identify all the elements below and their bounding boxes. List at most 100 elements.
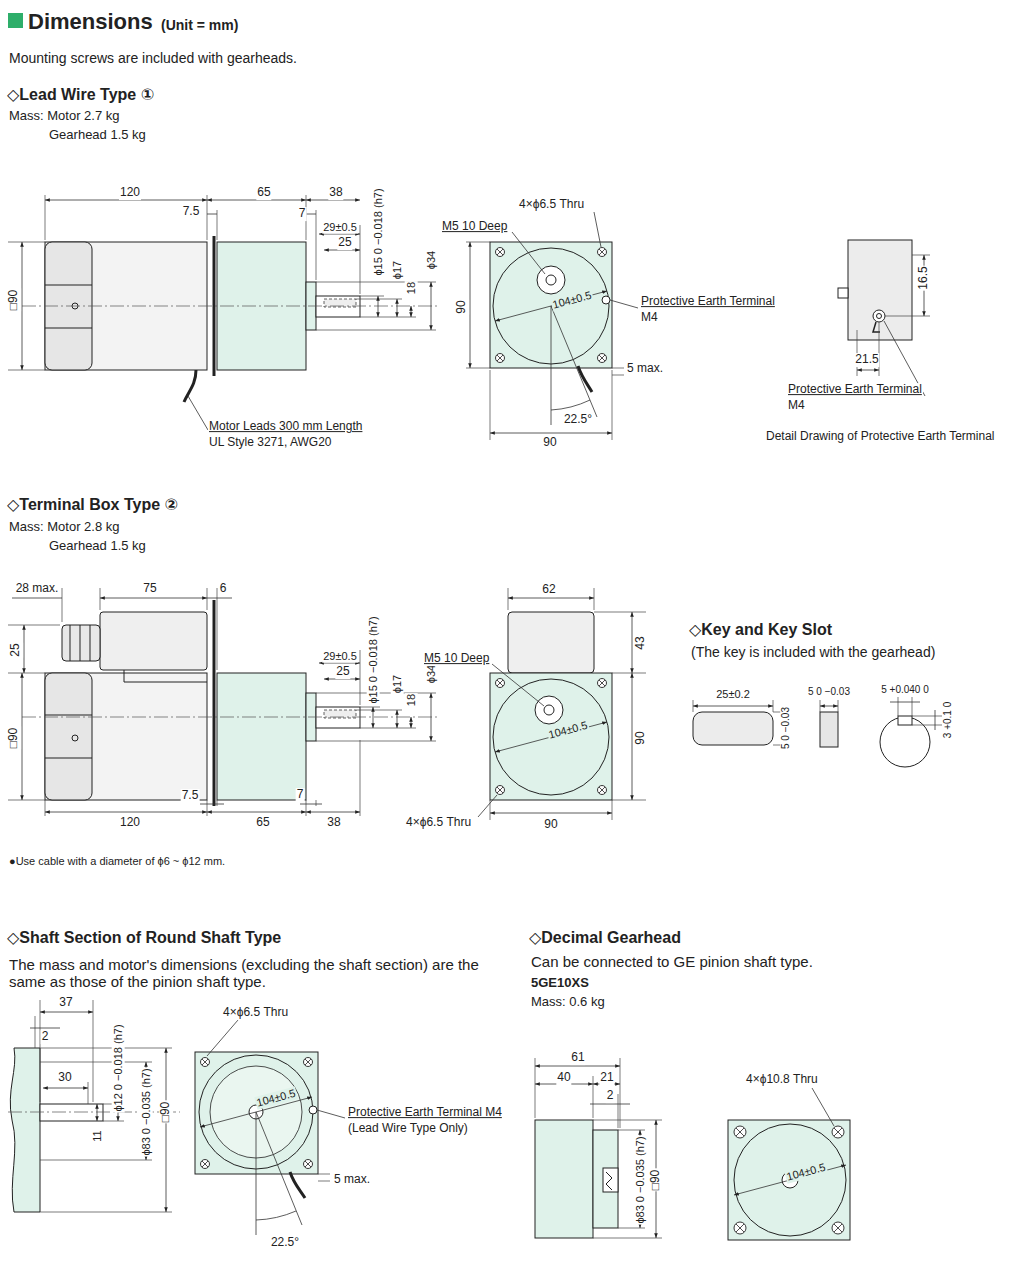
drawing-label: ◇Key and Key Slot	[688, 621, 833, 639]
drawing-label: Mass: Motor 2.7 kg	[8, 109, 121, 124]
drawing-label: (Lead Wire Type Only)	[347, 1122, 469, 1136]
drawing-label: 4×ϕ6.5 Thru	[222, 1006, 289, 1020]
drawing-label: 5 max.	[626, 362, 664, 376]
drawing-label: 22.5°	[563, 413, 593, 427]
drawing-label: Motor Leads 300 mm Length	[208, 420, 363, 434]
drawing-label: (Unit = mm)	[160, 17, 239, 33]
decimal-gearhead-side	[535, 1058, 662, 1238]
drawing-label: Protective Earth Terminal	[640, 295, 776, 309]
drawing-label: 29±0.5	[322, 221, 358, 234]
drawing-label: 5GE10XS	[530, 976, 590, 991]
drawing-label: Protective Earth Terminal	[787, 383, 923, 397]
drawing-label: 120	[119, 816, 141, 830]
drawing-label: ϕ34	[425, 664, 438, 684]
drawing-label: Detail Drawing of Protective Earth Termi…	[765, 430, 996, 444]
drawing-label: ◇Shaft Section of Round Shaft Type	[6, 929, 282, 947]
drawing-label: □90	[159, 1101, 173, 1124]
drawing-label: M5 10 Deep	[423, 652, 490, 666]
drawing-label: ◇Lead Wire Type ①	[6, 86, 155, 104]
drawing-label: 25	[337, 236, 352, 250]
drawing-label: 7	[298, 207, 307, 221]
drawing-label: ◇Terminal Box Type ②	[6, 496, 179, 514]
drawing-label: 4×ϕ6.5 Thru	[518, 198, 585, 212]
drawing-label: The mass and motor's dimensions (excludi…	[8, 956, 480, 991]
drawing-label: □90	[7, 289, 21, 312]
drawing-label: Gearhead 1.5 kg	[48, 539, 147, 554]
decimal-gearhead-front	[728, 1088, 850, 1240]
drawing-label: ϕ83 0 −0.035 (h7)	[140, 1067, 153, 1156]
drawing-label: Protective Earth Terminal M4	[347, 1106, 503, 1120]
drawing-label: 28 max.	[15, 582, 60, 596]
drawing-label: Mounting screws are included with gearhe…	[8, 50, 298, 66]
drawing-label: 2	[41, 1030, 50, 1044]
drawing-label: 11	[91, 1129, 104, 1142]
drawing-label: UL Style 3271, AWG20	[208, 436, 333, 450]
drawing-label: 3 +0.1 0	[942, 701, 954, 739]
drawing-label: 38	[326, 816, 341, 830]
drawing-label: 7.5	[181, 789, 200, 803]
drawing-label: 18	[405, 281, 418, 295]
drawing-label: 4×ϕ6.5 Thru	[405, 816, 472, 830]
drawing-label: ϕ15 0 −0.018 (h7)	[367, 615, 380, 704]
drawing-label: 104±0.5	[784, 1161, 828, 1184]
drawing-label: 90	[543, 818, 558, 832]
drawing-label: 75	[142, 582, 157, 596]
drawing-label: 104±0.5	[550, 289, 594, 312]
drawing-label: ϕ34	[425, 250, 438, 270]
drawing-label: 5 max.	[333, 1173, 371, 1187]
earth-terminal-detail	[838, 240, 930, 396]
drawing-label: 7	[296, 788, 305, 802]
drawing-label: 65	[256, 186, 271, 200]
drawing-label: □90	[649, 1169, 663, 1192]
drawing-label: 90	[455, 299, 469, 314]
drawing-label: Mass: Motor 2.8 kg	[8, 520, 121, 535]
drawing-label: 5 0 −0.03	[780, 706, 792, 750]
drawing-label: 104±0.5	[254, 1087, 298, 1110]
drawing-label: ϕ83 0 −0.035 (h7)	[634, 1135, 647, 1224]
drawing-label: ϕ12 0 −0.018 (h7)	[112, 1023, 125, 1112]
drawing-label: 29±0.5	[322, 650, 358, 663]
drawing-label: 37	[58, 996, 73, 1010]
drawing-label: 38	[328, 186, 343, 200]
drawing-label: 120	[119, 186, 141, 200]
drawing-label: 61	[570, 1051, 585, 1065]
drawing-label: 22.5°	[270, 1236, 300, 1250]
drawing-label: M5 10 Deep	[441, 220, 508, 234]
drawing-label: 5 +0.040 0	[880, 684, 930, 696]
drawing-label: 25±0.2	[715, 688, 751, 701]
drawing-label: 2	[606, 1089, 615, 1103]
drawing-label: 5 0 −0.03	[807, 686, 851, 698]
drawing-label: ϕ15 0 −0.018 (h7)	[372, 187, 385, 276]
drawing-label: M4	[787, 399, 806, 413]
drawing-label: 25	[335, 665, 350, 679]
drawing-label: 62	[541, 583, 556, 597]
drawing-label: 90	[542, 436, 557, 450]
drawing-label: 18	[405, 693, 418, 707]
key-and-slot	[693, 697, 942, 767]
drawing-label: 43	[634, 635, 648, 650]
drawing-label: ϕ17	[391, 260, 404, 280]
drawing-label: 90	[634, 730, 648, 745]
terminal-box-side-view	[8, 588, 440, 816]
drawing-label: Mass: 0.6 kg	[530, 995, 606, 1010]
drawing-label: 4×ϕ10.8 Thru	[745, 1073, 819, 1087]
drawing-label: Can be connected to GE pinion shaft type…	[530, 953, 814, 970]
round-shaft-section	[8, 1000, 180, 1212]
drawing-label: 21	[599, 1071, 614, 1085]
heading-mark	[8, 13, 23, 28]
drawing-label: 6	[219, 582, 228, 596]
drawing-label: ϕ17	[391, 674, 404, 694]
drawing-label: 16.5	[917, 265, 931, 290]
lead-wire-front-view	[466, 212, 638, 440]
drawing-label: 21.5	[854, 353, 879, 367]
drawing-label: ◇Decimal Gearhead	[528, 929, 682, 947]
page-title: Dimensions	[27, 9, 154, 34]
drawing-label: 30	[57, 1071, 72, 1085]
drawing-label: □90	[7, 727, 21, 750]
drawing-label: 7.5	[182, 205, 201, 219]
round-shaft-front-view	[195, 1020, 345, 1235]
drawing-label: 104±0.5	[546, 719, 590, 742]
drawing-label: Gearhead 1.5 kg	[48, 128, 147, 143]
